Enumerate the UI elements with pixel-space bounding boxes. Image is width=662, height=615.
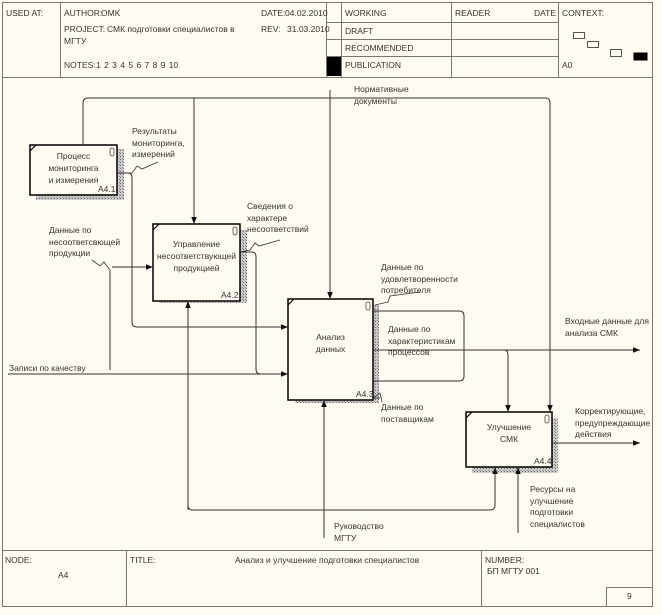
box-a42-id: A4.2 (221, 290, 239, 300)
arrow-label-quality-records[interactable]: Записи по качеству (9, 363, 86, 373)
number-label: NUMBER: (485, 555, 525, 565)
box-a42 (152, 223, 241, 302)
arrow-label-supplier-data[interactable]: Данные по поставщикам (381, 402, 434, 424)
box-a44-line: Улучшение (486, 422, 532, 432)
box-a43-line: данных (315, 344, 346, 354)
node-value: A4 (58, 570, 69, 580)
arrow-label-nonconforming-product-data[interactable]: Данные по несоответсвющей продукции (49, 225, 121, 258)
diagram-title: Анализ и улучшение подготовки специалист… (235, 555, 420, 565)
arrow-label-corrective-actions[interactable]: Корректирующие, предупреждающие действия (575, 406, 651, 439)
box-a43-title[interactable]: Анализ данных (288, 331, 373, 355)
box-a41 (29, 144, 118, 196)
box-a41-line: мониторинга (48, 163, 99, 173)
context-thumbnail (573, 32, 648, 61)
notes-value: 1 2 3 4 5 6 7 8 9 10 (96, 60, 179, 70)
node-label: NODE: (5, 555, 32, 565)
arrow-label-monitoring-results[interactable]: Результаты мониторинга, измерений (132, 126, 185, 159)
box-a41-id: A4.1 (98, 184, 116, 194)
arrow-label-input-data-smk[interactable]: Входные данные для анализа СМК (565, 316, 649, 338)
box-a44-id: A4.4 (534, 456, 552, 466)
box-a42-line: несоответствующей (156, 251, 237, 261)
reader-date-label: DATE (534, 8, 557, 18)
arrow-label-normative-docs[interactable]: Нормативные документы (354, 84, 409, 106)
box-a43-id: A4.3 (356, 389, 374, 399)
arrow-label-nonconformity-info[interactable]: Сведения о характере несоответствий (247, 201, 309, 234)
arrow-label-management[interactable]: Руководство МГТУ (334, 521, 384, 543)
box-a43-line: Анализ (316, 332, 345, 342)
arrow-label-resources[interactable]: Ресурсы на улучшение подготовки специали… (530, 484, 585, 529)
frame (2, 2, 653, 607)
author-label: AUTHOR: (64, 8, 103, 18)
date-value: 04.02.2010 (285, 8, 328, 18)
rev-value: 31.03.2010 (287, 24, 330, 34)
arrow-label-customer-satisfaction[interactable]: Данные по удовлетворенности потребителя (381, 262, 458, 295)
title-label: TITLE: (130, 555, 156, 565)
context-node: A0 (562, 60, 573, 70)
box-a44-title[interactable]: Улучшение СМК (466, 421, 552, 445)
status-working[interactable]: WORKING (345, 8, 387, 18)
box-a44-line: СМК (499, 434, 519, 444)
context-label: CONTEXT: (562, 8, 605, 18)
note-icons (109, 147, 550, 424)
page-number: 9 (627, 591, 632, 601)
box-a42-title[interactable]: Управление несоответствующей продукцией (153, 238, 240, 274)
date-label: DATE: (261, 8, 286, 18)
box-a41-line: Процесс (56, 151, 91, 161)
status-recommended[interactable]: RECOMMENDED (345, 43, 414, 53)
reader-label: READER (455, 8, 491, 18)
arrow-label-process-characteristics[interactable]: Данные по характеристикам процессов (388, 324, 456, 357)
author-value: OMK (101, 8, 121, 18)
status-draft[interactable]: DRAFT (345, 26, 374, 36)
notes-label: NOTES: (64, 60, 96, 70)
rev-label: REV: (261, 24, 281, 34)
box-a44 (465, 411, 553, 468)
publication-marker (327, 57, 341, 76)
project-line2: МГТУ (64, 36, 87, 46)
status-publication[interactable]: PUBLICATION (345, 60, 402, 70)
number-value: БП МГТУ 001 (487, 566, 540, 576)
box-a41-line: и измерения (48, 175, 99, 185)
box-a42-line: Управление (172, 239, 221, 249)
box-a42-line: продукцией (173, 263, 220, 273)
project-line1: СМК подготовки специалистов в (107, 24, 235, 34)
project-label: PROJECT: (64, 24, 106, 34)
box-a41-title[interactable]: Процесс мониторинга и измерения (30, 150, 117, 186)
used-at-label: USED AT: (6, 8, 44, 18)
